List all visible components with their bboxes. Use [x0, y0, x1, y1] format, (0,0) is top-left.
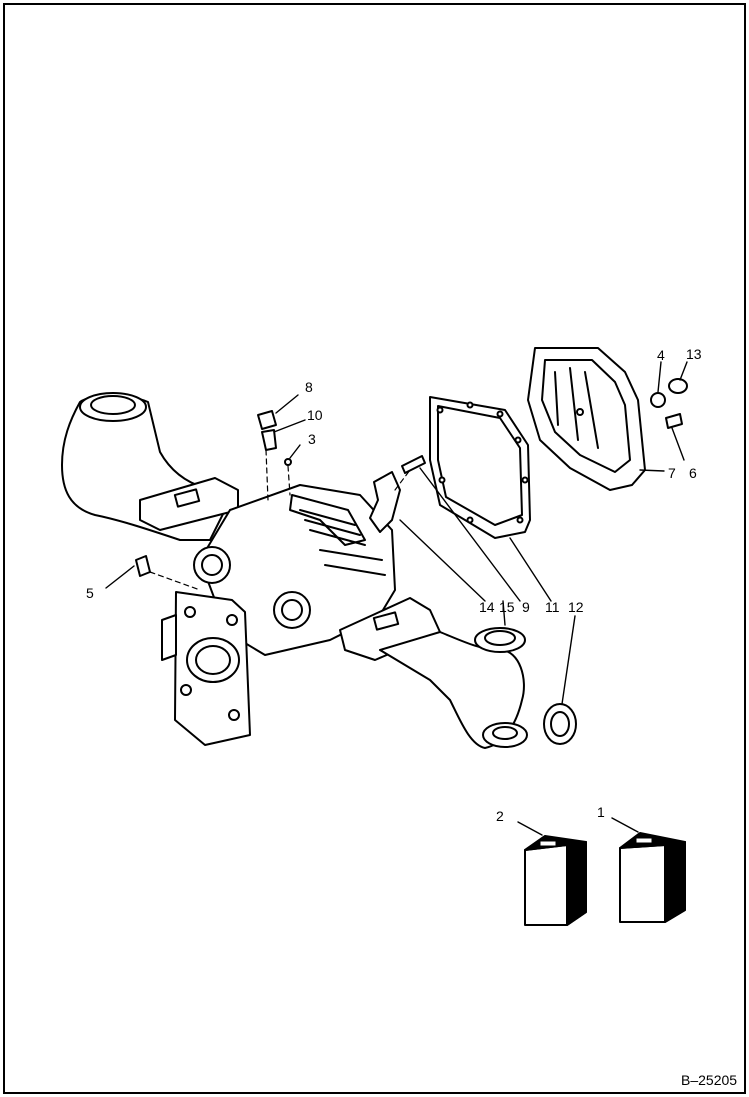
bolt-6 — [665, 413, 683, 429]
callout-2: 2 — [496, 808, 504, 824]
callout-6: 6 — [689, 465, 697, 481]
fitting — [261, 429, 277, 451]
callout-12: 12 — [568, 599, 584, 615]
callout-1: 1 — [597, 804, 605, 820]
callout-9: 9 — [522, 599, 530, 615]
washer-3 — [284, 458, 292, 466]
callout-4: 4 — [657, 347, 665, 363]
callout-11: 11 — [545, 599, 560, 615]
callout-13: 13 — [686, 346, 702, 362]
callout-3: 3 — [308, 431, 316, 447]
plug-5 — [135, 555, 151, 577]
left-axle-arm — [61, 392, 239, 541]
sealant-tube-1 — [619, 832, 686, 923]
differential-cover — [527, 347, 646, 491]
seal-12-inner — [550, 711, 570, 737]
bracket — [369, 471, 401, 533]
o-ring-4 — [650, 392, 666, 408]
plug-13 — [668, 378, 688, 394]
right-axle-arm — [339, 597, 528, 749]
differential-housing — [193, 484, 396, 656]
figure-id: B–25205 — [681, 1072, 737, 1088]
sealant-tube-2 — [524, 835, 587, 926]
drawing-frame — [3, 3, 746, 1094]
callout-14: 14 — [479, 599, 495, 615]
bolt-9 — [401, 455, 426, 474]
assembly-lines — [149, 449, 411, 591]
callout-8: 8 — [305, 379, 313, 395]
breather-cap — [257, 410, 277, 430]
callout-5: 5 — [86, 585, 94, 601]
callout-15: 15 — [499, 599, 515, 615]
callout-7: 7 — [668, 465, 676, 481]
leader-lines — [105, 361, 688, 836]
callout-10: 10 — [307, 407, 323, 423]
cover-gasket — [429, 396, 531, 539]
mounting-flange-plate — [161, 591, 251, 746]
